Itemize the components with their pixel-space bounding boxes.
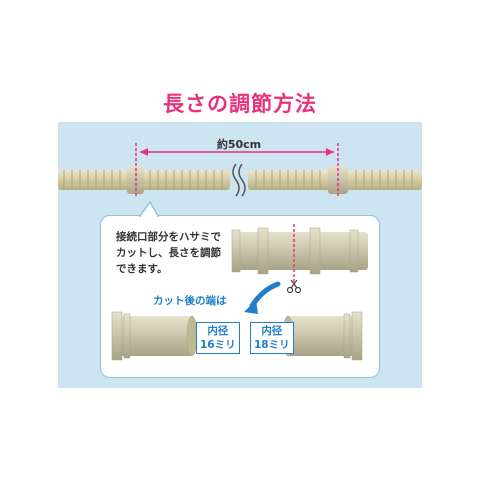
length-label: 約50cm bbox=[216, 138, 262, 151]
hose-left-segment bbox=[58, 166, 230, 194]
cut-end-note: カット後の端は bbox=[153, 295, 227, 307]
cut-end-right bbox=[282, 311, 363, 361]
connector-pipe-top bbox=[231, 224, 368, 282]
hose-break-mark bbox=[232, 163, 246, 197]
scissors-icon bbox=[286, 279, 302, 294]
hose-right-segment bbox=[248, 166, 422, 194]
inner-diameter-16-label: 内径 16ミリ bbox=[196, 322, 240, 354]
curved-arrow-icon bbox=[244, 281, 281, 314]
page-title: 長さの調節方法 bbox=[163, 92, 317, 116]
measure-line bbox=[135, 143, 339, 196]
inner-diameter-18-label: 内径 18ミリ bbox=[250, 322, 294, 354]
cut-end-left bbox=[111, 311, 198, 361]
instruction-text: 接続口部分をハサミで カットし、長さを調節 できます。 bbox=[116, 231, 221, 275]
